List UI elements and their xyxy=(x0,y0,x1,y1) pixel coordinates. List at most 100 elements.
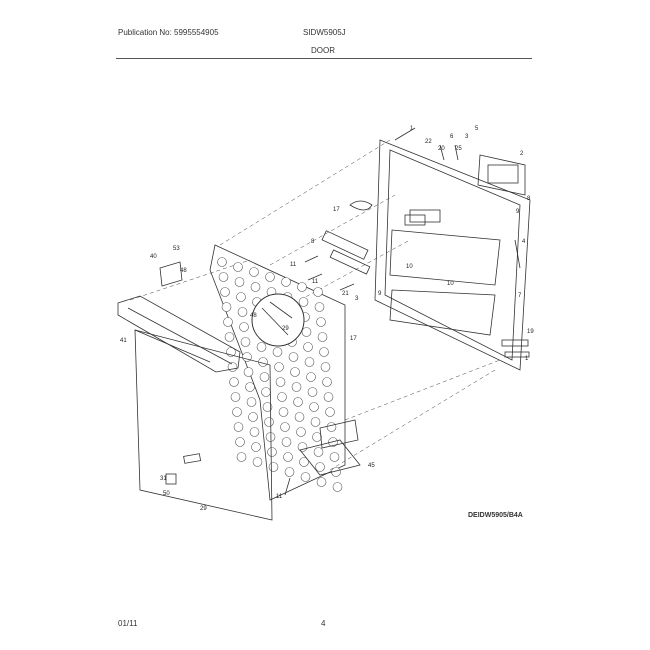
callout-2: 2 xyxy=(520,151,524,157)
callout-11: 11 xyxy=(290,262,297,268)
door-handle xyxy=(117,295,241,373)
perforation-hole xyxy=(261,387,271,397)
perforation-hole xyxy=(277,392,287,402)
perforation-hole xyxy=(312,432,322,442)
callout-21: 21 xyxy=(342,291,349,297)
perforation-hole xyxy=(229,377,239,387)
publication-number: Publication No: 5995554905 xyxy=(118,28,219,37)
perforation-hole xyxy=(250,282,261,292)
perforation-hole xyxy=(256,342,267,352)
callout-10: 10 xyxy=(406,264,413,270)
perforation-hole xyxy=(240,337,251,347)
callout-25: 25 xyxy=(455,146,462,152)
callout-29: 29 xyxy=(282,326,289,332)
perforation-hole xyxy=(298,297,309,307)
perforation-hole xyxy=(218,272,229,282)
callout-41: 41 xyxy=(120,338,127,344)
perforation-hole xyxy=(320,362,331,372)
dispenser-assembly xyxy=(477,154,526,196)
perforation-hole xyxy=(233,262,243,272)
perforation-hole xyxy=(248,412,258,422)
callout-29b: 29 xyxy=(200,506,207,512)
perforation-hole xyxy=(304,357,315,367)
perforation-hole xyxy=(284,467,295,477)
perforation-hole xyxy=(288,352,299,362)
perforation-hole xyxy=(224,332,235,342)
callout-4: 4 xyxy=(522,239,526,245)
perforation-hole xyxy=(322,377,332,387)
perforation-hole xyxy=(249,267,259,277)
perforation-hole xyxy=(281,437,292,447)
outer-door-panel xyxy=(134,329,273,521)
perforation-hole xyxy=(325,407,335,417)
callout-48b: 48 xyxy=(250,313,257,319)
bottom-bracket xyxy=(284,419,361,496)
perforation-hole xyxy=(232,407,242,417)
callout-1b: 1 xyxy=(525,356,529,362)
perforation-hole xyxy=(307,387,318,397)
perforation-hole xyxy=(243,367,254,377)
perforation-hole xyxy=(259,372,270,382)
callout-5: 5 xyxy=(475,126,479,132)
perforation-hole xyxy=(291,382,302,392)
perforation-hole xyxy=(237,307,248,317)
callout-1: 1 xyxy=(410,126,414,132)
callout-20: 20 xyxy=(438,146,445,152)
callout-3b: 3 xyxy=(355,296,359,302)
model-number: SIDW5905J xyxy=(303,28,346,37)
perforation-hole xyxy=(235,437,245,447)
perforation-hole xyxy=(251,442,261,452)
perforation-hole xyxy=(239,322,249,332)
inner-door-panel xyxy=(374,139,531,371)
perforation-hole xyxy=(294,412,305,422)
perforation-hole xyxy=(316,317,326,327)
perforation-hole xyxy=(326,422,337,432)
callout-8b: 8 xyxy=(311,239,315,245)
perforation-hole xyxy=(323,392,334,402)
insulation-panel xyxy=(209,244,346,501)
perforation-hole xyxy=(303,342,313,352)
callout-labels: 1 5 6 3 22 20 25 2 8 9 4 7 19 1 17 8 11 … xyxy=(120,126,534,512)
callout-17: 17 xyxy=(350,336,357,342)
detail-magnifier xyxy=(251,293,305,347)
perforation-hole xyxy=(233,422,244,432)
callout-6: 6 xyxy=(450,134,454,140)
dashed-leader-lines xyxy=(129,139,501,471)
perforation-hole xyxy=(227,362,238,372)
perforation-hole xyxy=(236,292,246,302)
callout-17a: 17 xyxy=(333,207,340,213)
perforation-hole xyxy=(278,407,289,417)
perforation-hole xyxy=(329,452,340,462)
perforation-hole xyxy=(274,362,284,372)
perforation-hole xyxy=(230,392,241,402)
callout-9: 9 xyxy=(516,209,520,215)
callout-7: 7 xyxy=(518,293,522,299)
perforation-hole xyxy=(281,277,291,287)
perforation-hole xyxy=(300,472,311,482)
callout-19: 19 xyxy=(527,329,534,335)
callout-9b: 9 xyxy=(378,291,382,297)
perforation-hole xyxy=(262,402,273,412)
perforation-hole xyxy=(283,452,293,462)
callout-10b: 10 xyxy=(447,281,454,287)
perforation-hole xyxy=(264,417,274,427)
perforation-hole xyxy=(272,347,283,357)
perforation-pattern xyxy=(217,257,343,492)
small-parts xyxy=(304,144,530,358)
perforation-hole xyxy=(234,277,245,287)
perforation-hole xyxy=(313,447,324,457)
perforation-hole xyxy=(267,447,277,457)
perforation-hole xyxy=(332,482,343,492)
perforation-hole xyxy=(314,302,325,312)
handle-clip xyxy=(159,261,183,287)
perforation-hole xyxy=(265,272,275,282)
section-title: DOOR xyxy=(311,46,335,55)
footer-date: 01/11 xyxy=(118,619,138,628)
callout-45: 45 xyxy=(368,463,375,469)
callout-22: 22 xyxy=(425,139,432,145)
callout-48: 48 xyxy=(180,268,187,274)
perforation-hole xyxy=(296,427,306,437)
perforation-hole xyxy=(280,422,290,432)
perforation-hole xyxy=(275,377,286,387)
